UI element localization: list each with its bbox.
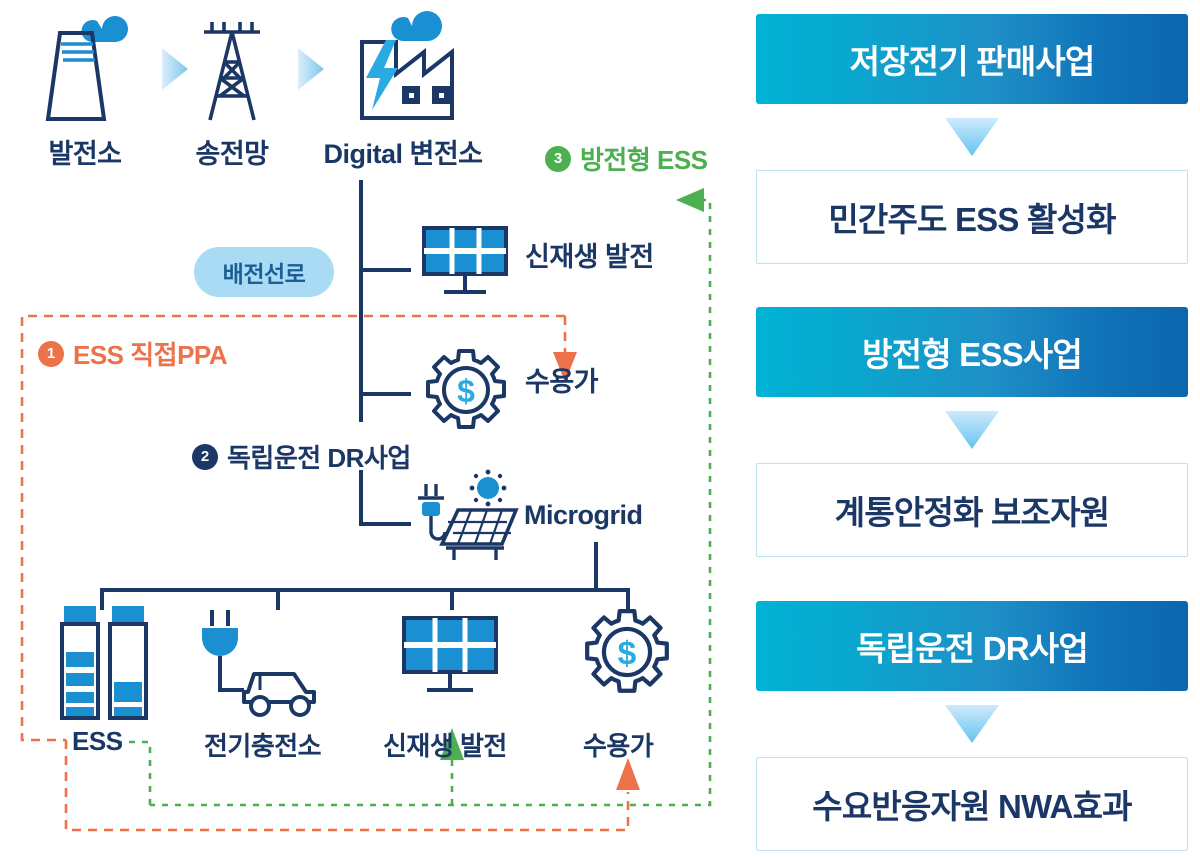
transmission-tower-icon (178, 8, 286, 126)
microgrid-child-consumer: $ (583, 608, 671, 696)
right-block-header: 저장전기 판매사업 (756, 14, 1188, 104)
microgrid-child-consumer-label: 수용가 (583, 731, 654, 761)
annotation-3: 3 방전형 ESS (545, 140, 708, 177)
right-block-header: 독립운전 DR사업 (756, 601, 1188, 691)
right-block-2: 방전형 ESS사업 계통안정화 보조자원 (756, 307, 1188, 557)
annotation-2: 2 독립운전 DR사업 (192, 438, 411, 475)
top-node-power-plant: 발전소 (20, 8, 150, 171)
microgrid-label: Microgrid (524, 500, 643, 530)
annotation-label: 독립운전 DR사업 (227, 443, 411, 473)
microgrid-tree-drop-consumer (626, 588, 630, 610)
microgrid-child-renewable-label: 신재생 발전 (383, 731, 507, 761)
microgrid-child-renewable (400, 614, 500, 700)
microgrid-tree-drop-renewable (450, 588, 454, 610)
right-block-body: 민간주도 ESS 활성화 (756, 170, 1188, 264)
top-node-label: 발전소 (48, 139, 122, 169)
bus-branch-renewable (359, 268, 411, 272)
bus-node-renewable (420, 224, 510, 300)
distribution-line-pill: 배전선로 (194, 247, 334, 297)
bus-node-consumer: $ (424, 348, 508, 432)
right-block-body: 계통안정화 보조자원 (756, 463, 1188, 557)
microgrid-child-ev-label: 전기충전소 (204, 731, 322, 761)
microgrid-tree-stem (594, 542, 598, 590)
annotation-badge: 3 (545, 145, 571, 172)
right-block-3: 독립운전 DR사업 수요반응자원 NWA효과 (756, 601, 1188, 851)
solar-panel-icon (402, 616, 498, 692)
arrow-down-icon (945, 118, 999, 156)
battery-ess-icon (60, 606, 148, 720)
orange-arrowhead-consumer-bottom (616, 758, 640, 790)
chevron-right-icon-1 (160, 46, 190, 92)
top-node-transmission: 송전망 (178, 8, 286, 171)
top-node-label: Digital 변전소 (323, 139, 483, 169)
gear-dollar-icon: $ (585, 609, 669, 693)
microgrid-tree-drop-ess (100, 588, 104, 610)
microgrid-node (402, 469, 532, 566)
right-block-1: 저장전기 판매사업 민간주도 ESS 활성화 (756, 14, 1188, 264)
arrow-down-icon (945, 705, 999, 743)
green-arrowhead-renewable (440, 728, 464, 760)
microgrid-tree-bus (100, 588, 630, 592)
green-ess-path (118, 198, 712, 807)
svg-text:$: $ (457, 373, 475, 409)
power-plant-icon (20, 8, 150, 126)
annotation-badge: 1 (38, 340, 64, 367)
solar-panel-icon (422, 226, 508, 294)
distribution-bus-line (359, 180, 363, 422)
right-block-body: 수요반응자원 NWA효과 (756, 757, 1188, 851)
top-node-label: 송전망 (195, 139, 269, 169)
right-block-header: 방전형 ESS사업 (756, 307, 1188, 397)
green-arrowhead-substation (676, 188, 704, 212)
bus-node-consumer-label: 수용가 (525, 367, 599, 397)
gear-dollar-icon: $ (426, 349, 506, 429)
digital-substation-icon (308, 8, 498, 126)
microgrid-child-ev (198, 606, 326, 718)
annotation-1: 1 ESS 직접PPA (38, 335, 228, 372)
distribution-line-label: 배전선로 (222, 261, 306, 287)
arrow-down-icon (945, 411, 999, 449)
chevron-right-icon-2 (296, 46, 326, 92)
microgrid-drop-line (359, 470, 363, 526)
bus-branch-consumer (359, 392, 411, 396)
annotation-label: 방전형 ESS (580, 145, 708, 175)
microgrid-child-ess-label: ESS (72, 726, 123, 756)
microgrid-connect-line (359, 522, 411, 526)
microgrid-solar-plug-icon (418, 469, 519, 560)
orange-arrowhead-consumer-top (553, 352, 577, 382)
ev-charging-icon (202, 610, 316, 717)
annotation-badge: 2 (192, 443, 218, 470)
microgrid-tree-drop-ev (276, 588, 280, 610)
orange-ppa-path (20, 314, 630, 832)
annotation-label: ESS 직접PPA (73, 340, 228, 370)
bus-node-renewable-label: 신재생 발전 (525, 242, 654, 272)
microgrid-child-ess (56, 604, 152, 722)
svg-text:$: $ (618, 636, 637, 673)
top-node-digital-substation: Digital 변전소 (308, 8, 498, 171)
